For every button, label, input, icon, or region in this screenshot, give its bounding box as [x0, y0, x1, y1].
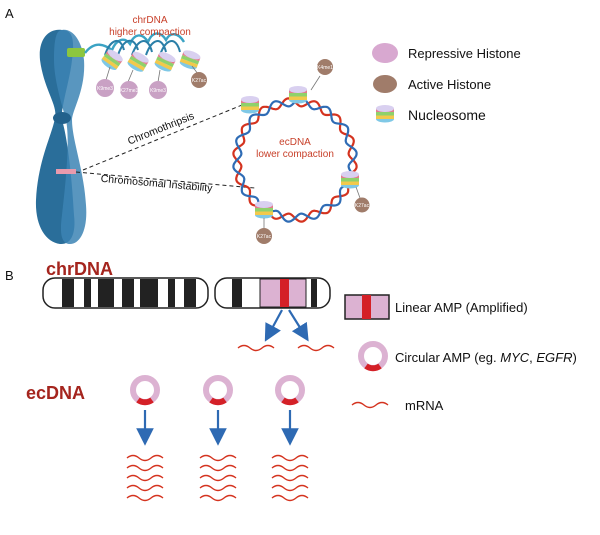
ecdna-title-a: ecDNA — [279, 137, 311, 148]
ecdna-amp-segment — [136, 397, 154, 406]
connector-chromothripsis — [82, 102, 248, 171]
mrna-wave — [126, 474, 164, 482]
mrna-wave — [271, 484, 309, 492]
legend-circular-amp: Circular AMP (eg. MYC, EGFR) — [395, 350, 577, 365]
chrdna-coil: K9me3 K27me3 K9me3 K27ac — [84, 32, 207, 99]
circular-amp-icon — [358, 341, 388, 371]
chromothripsis-label: Chromothripsis — [126, 110, 196, 148]
legend-b: Linear AMP (Amplified) Circular AMP (eg.… — [344, 294, 577, 413]
ecdna-ring — [203, 375, 233, 405]
ecdna-amp-segment — [209, 397, 227, 406]
mrna-wave — [199, 474, 237, 482]
mrna-wave — [199, 494, 237, 502]
green-band — [67, 48, 85, 57]
mrna-wave — [271, 454, 309, 462]
legend-a: Repressive Histone Active Histone Nucleo… — [372, 43, 521, 123]
mrna-legend-icon — [351, 401, 389, 409]
dna-strand — [232, 97, 358, 223]
mrna-wave — [199, 454, 237, 462]
panel-b-label: B — [5, 268, 14, 283]
ecdna-title-b: ecDNA — [26, 383, 85, 403]
legend-active: Active Histone — [408, 77, 491, 92]
chrdna-subtitle-a: higher compaction — [109, 27, 191, 38]
active-histone-icon — [191, 72, 207, 88]
mark-k9me3-b: K9me3 — [150, 88, 166, 94]
mark-k27me3: K27me3 — [120, 88, 139, 94]
mrna-wave — [199, 464, 237, 472]
arrow-chr-right — [288, 309, 309, 342]
nucleosome-legend-icon — [376, 105, 394, 123]
arrow-chr-left — [264, 309, 283, 342]
chromosomal-instability-label: Chromosomal Instability — [100, 173, 213, 195]
pink-band — [56, 169, 76, 174]
legend-mrna: mRNA — [405, 398, 444, 413]
repressive-histone-legend-icon — [372, 43, 398, 63]
panel-a-label: A — [5, 6, 14, 21]
ecdna-ring — [275, 375, 305, 405]
chrdna-title-b: chrDNA — [46, 259, 113, 279]
repressive-histone-icon — [120, 81, 138, 99]
ecdna-subtitle-a: lower compaction — [256, 149, 334, 160]
mark-k27ac-top: K27ac — [192, 78, 207, 84]
linear-chromosome — [42, 277, 331, 309]
chromosome — [35, 29, 87, 245]
legend-linear-amp: Linear AMP (Amplified) — [395, 300, 528, 315]
mark-k27ac-bottom: K27ac — [257, 234, 272, 240]
mark-k9me3-a: K9me3 — [97, 86, 113, 92]
chrdna-title-a: chrDNA — [132, 15, 167, 26]
mrna-wave — [126, 454, 164, 462]
mrna-wave — [271, 494, 309, 502]
mrna-wave — [271, 464, 309, 472]
mrna-wave — [271, 474, 309, 482]
mrna-wave — [126, 484, 164, 492]
ecdna-ring — [130, 375, 160, 405]
mrna-wave — [237, 344, 275, 352]
mark-k4me1: K4me1 — [317, 65, 333, 71]
ecdna-circle: K4me1 K27ac K27ac — [232, 59, 370, 244]
mark-k27ac-right: K27ac — [355, 203, 370, 209]
connector-instability — [75, 171, 256, 189]
repressive-histone-icon — [96, 79, 114, 97]
repressive-histone-icon — [149, 81, 167, 99]
mrna-wave — [126, 494, 164, 502]
mrna-wave — [126, 464, 164, 472]
legend-nucleosome: Nucleosome — [408, 107, 486, 123]
active-histone-legend-icon — [373, 75, 397, 93]
ecdna-amp-segment — [281, 397, 299, 406]
mrna-wave — [297, 344, 335, 352]
legend-repressive: Repressive Histone — [408, 46, 521, 61]
mrna-wave — [199, 484, 237, 492]
